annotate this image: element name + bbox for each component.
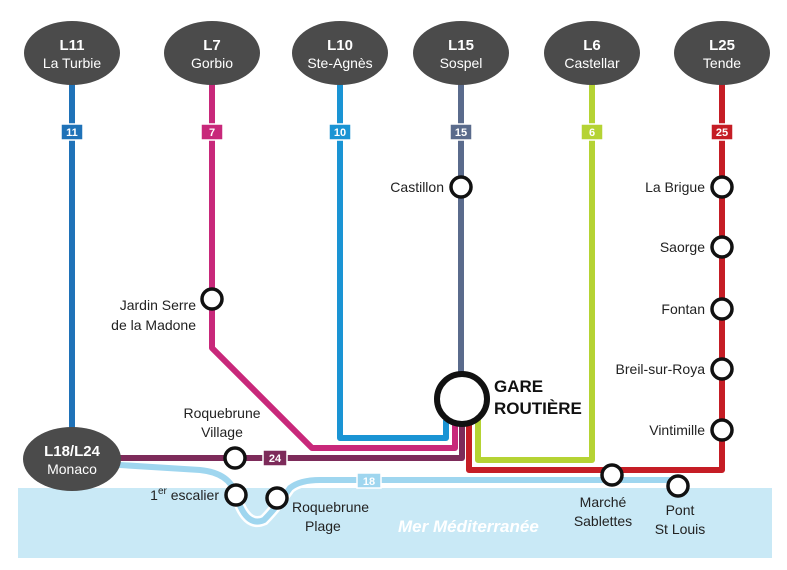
escalier-sup: er [158, 486, 168, 497]
svg-text:L18/L24: L18/L24 [44, 443, 101, 460]
escalier-word: escalier [167, 487, 219, 503]
svg-text:Saorge: Saorge [660, 239, 705, 255]
svg-text:Sospel: Sospel [440, 55, 483, 71]
terminal-monaco[interactable]: L18/L24 Monaco [23, 427, 121, 491]
svg-text:Plage: Plage [305, 518, 341, 534]
svg-text:15: 15 [455, 127, 467, 139]
badge-10: 10 [328, 123, 352, 141]
svg-text:Fontan: Fontan [661, 301, 705, 317]
svg-text:11: 11 [66, 127, 78, 139]
stop-fontan[interactable]: Fontan [661, 297, 734, 321]
svg-text:Castellar: Castellar [564, 55, 620, 71]
svg-text:L6: L6 [583, 37, 601, 54]
stop-marche-sablettes[interactable]: Marché Sablettes [574, 463, 632, 529]
svg-text:L11: L11 [59, 37, 84, 54]
svg-text:de la Madone: de la Madone [111, 317, 196, 333]
badge-7: 7 [200, 123, 224, 141]
stop-vintimille[interactable]: Vintimille [649, 418, 734, 442]
terminal-l11[interactable]: L11 La Turbie [24, 21, 120, 85]
svg-text:1er escalier: 1er escalier [150, 486, 219, 503]
badge-15: 15 [449, 123, 473, 141]
line-7-path [209, 62, 458, 451]
stop-pont-st-louis[interactable]: Pont St Louis [655, 474, 706, 537]
badge-11: 11 [60, 123, 84, 141]
svg-text:Breil-sur-Roya: Breil-sur-Roya [616, 361, 706, 377]
terminal-l7[interactable]: L7 Gorbio [164, 21, 260, 85]
stop-breil-sur-roya[interactable]: Breil-sur-Roya [616, 357, 734, 381]
terminal-l10[interactable]: L10 Ste-Agnès [292, 21, 388, 85]
sea-area [18, 488, 772, 558]
stop-1er-escalier[interactable]: 1er escalier [150, 483, 248, 507]
svg-text:Monaco: Monaco [47, 461, 97, 477]
svg-text:Jardin Serre: Jardin Serre [120, 297, 196, 313]
svg-text:Ste-Agnès: Ste-Agnès [307, 55, 372, 71]
line-10-path [337, 62, 449, 441]
svg-text:La Brigue: La Brigue [645, 179, 705, 195]
svg-text:GARE: GARE [494, 377, 543, 396]
line-25-path [466, 62, 725, 473]
svg-text:Village: Village [201, 424, 243, 440]
badge-25: 25 [710, 123, 734, 141]
stop-roquebrune-village[interactable]: Roquebrune Village [183, 405, 261, 470]
svg-text:L15: L15 [448, 37, 474, 54]
svg-text:La Turbie: La Turbie [43, 55, 102, 71]
svg-text:ROUTIÈRE: ROUTIÈRE [494, 399, 582, 418]
svg-text:10: 10 [334, 127, 346, 139]
stop-castillon[interactable]: Castillon [390, 175, 473, 199]
svg-text:Pont: Pont [666, 502, 695, 518]
svg-text:L7: L7 [203, 37, 221, 54]
stop-saorge[interactable]: Saorge [660, 235, 734, 259]
terminal-l6[interactable]: L6 Castellar [544, 21, 640, 85]
svg-text:Gorbio: Gorbio [191, 55, 233, 71]
svg-text:L10: L10 [327, 37, 353, 54]
svg-text:25: 25 [716, 127, 728, 139]
sea-label: Mer Méditerranée [398, 517, 539, 536]
terminal-l25[interactable]: L25 Tende [674, 21, 770, 85]
svg-text:6: 6 [589, 127, 595, 139]
svg-text:Tende: Tende [703, 55, 741, 71]
stop-jardin-serre[interactable]: Jardin Serre de la Madone [111, 287, 224, 333]
escalier-num: 1 [150, 487, 158, 503]
svg-text:24: 24 [269, 453, 282, 465]
stop-roquebrune-plage[interactable]: Roquebrune Plage [265, 486, 369, 534]
svg-text:L25: L25 [709, 37, 735, 54]
svg-text:18: 18 [363, 476, 375, 488]
line-18-path-inner [69, 459, 679, 525]
hub-gare-routiere[interactable]: GARE ROUTIÈRE [434, 371, 582, 427]
badge-24: 24 [262, 449, 288, 467]
svg-text:7: 7 [209, 127, 215, 139]
svg-text:Sablettes: Sablettes [574, 513, 632, 529]
svg-text:Marché: Marché [580, 494, 627, 510]
svg-text:Roquebrune: Roquebrune [292, 499, 369, 515]
stop-la-brigue[interactable]: La Brigue [645, 175, 734, 199]
svg-text:Castillon: Castillon [390, 179, 444, 195]
svg-text:St Louis: St Louis [655, 521, 706, 537]
line-6-path [475, 62, 595, 463]
badge-18: 18 [356, 472, 382, 489]
line-24-path [100, 415, 465, 461]
svg-text:Vintimille: Vintimille [649, 422, 705, 438]
terminal-l15[interactable]: L15 Sospel [413, 21, 509, 85]
badge-6: 6 [580, 123, 604, 141]
svg-text:Roquebrune: Roquebrune [183, 405, 260, 421]
